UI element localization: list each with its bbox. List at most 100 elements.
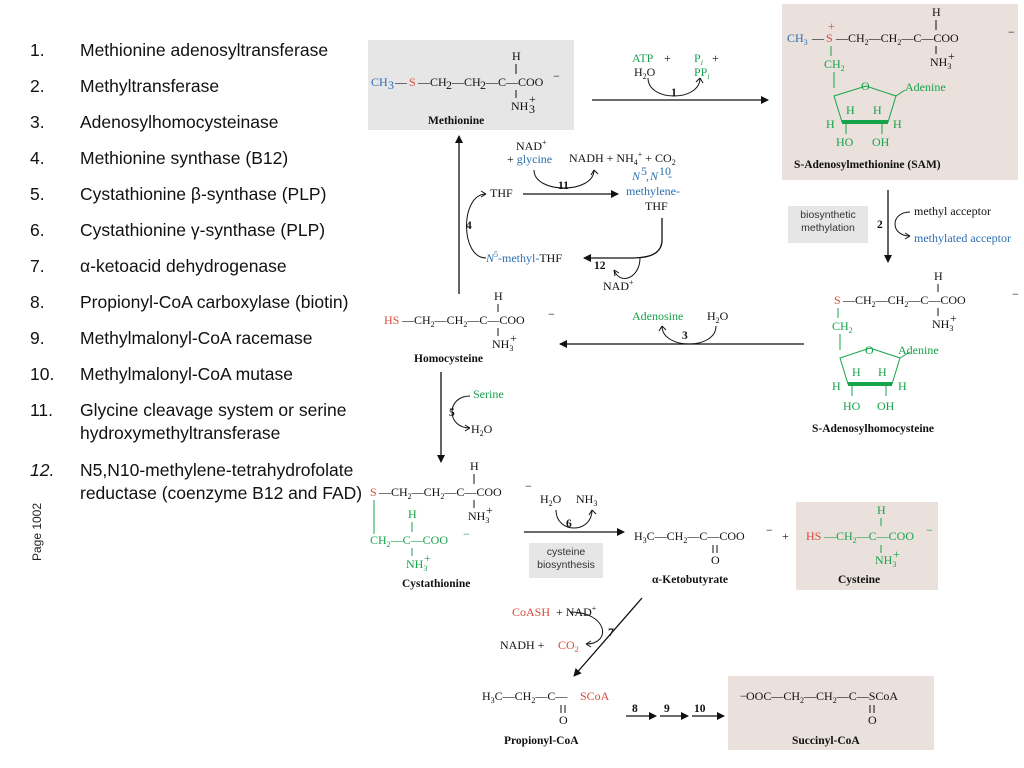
svg-text:5: 5 (449, 407, 455, 419)
svg-text:+: + (712, 51, 719, 65)
svg-text:Pi: Pi (694, 51, 703, 67)
list-text: Propionyl-CoA carboxylase (biotin) (80, 292, 349, 312)
svg-text:OOC—CH2—CH2—C—SCoA: OOC—CH2—CH2—C—SCoA (746, 689, 898, 705)
svg-text:+: + (948, 49, 955, 63)
list-text: Glycine cleavage system or serine hydrox… (80, 400, 347, 443)
svg-text:NADH + NH4+ + CO2: NADH + NH4+ + CO2 (569, 150, 676, 167)
methionine-label: Methionine (428, 115, 484, 127)
list-number: 10. (30, 364, 55, 384)
svg-text:H: H (932, 5, 941, 19)
svg-text:+: + (782, 529, 789, 543)
svg-text:HS: HS (384, 313, 399, 327)
svg-text:NADH +: NADH + (500, 638, 545, 652)
cysteine-biosynthesis-note: cysteine biosynthesis (529, 543, 603, 578)
svg-text:Adenosine: Adenosine (632, 309, 683, 323)
svg-text:+: + (424, 551, 431, 565)
svg-text:PPi: PPi (694, 65, 710, 81)
sam-box (782, 4, 1018, 180)
svg-text:H: H (832, 379, 841, 393)
ketobutyrate-structure: H3C—CH2—C—COO − O + α-Ketobutyrate (634, 523, 789, 586)
svg-text:H: H (878, 365, 887, 379)
svg-text:H: H (512, 49, 521, 63)
list-text: Methionine adenosyltransferase (80, 40, 329, 60)
svg-text:6: 6 (566, 518, 572, 530)
succinyl-coa-box (728, 676, 934, 750)
sam-structure: H CH3 — S+ —CH2—CH2—C—COO − NH3+ CH2 O H… (787, 5, 1015, 171)
svg-text:O: O (868, 713, 877, 727)
list-text: Methylmalonyl-CoA mutase (80, 364, 293, 384)
svg-text:OH: OH (872, 135, 890, 149)
svg-text:—CH: —CH (417, 75, 447, 89)
svg-text:ATP: ATP (632, 51, 654, 65)
list-number: 1. (30, 40, 45, 60)
svg-text:S: S (409, 75, 416, 89)
svg-text:methyl acceptor: methyl acceptor (914, 204, 991, 218)
svg-text:Adenine: Adenine (905, 80, 946, 94)
svg-text:+: + (486, 503, 493, 517)
svg-text:H: H (893, 117, 902, 131)
svg-text:9: 9 (664, 703, 670, 715)
svg-text:+: + (510, 331, 517, 345)
homocysteine-structure: H HS —CH2—CH2—C—COO − NH3+ Homocysteine (384, 289, 555, 365)
svg-text:NH3: NH3 (406, 557, 427, 573)
list-number: 4. (30, 148, 45, 168)
svg-text:7: 7 (608, 627, 614, 639)
svg-text:H2O: H2O (540, 492, 562, 508)
svg-text:—CH2—CH2—C—COO: —CH2—CH2—C—COO (835, 31, 959, 47)
svg-text:−: − (463, 527, 470, 541)
svg-text:H: H (470, 459, 479, 473)
list-text: Methionine synthase (B12) (80, 148, 289, 168)
svg-text:NH: NH (511, 99, 529, 113)
svg-text:N: N (649, 169, 659, 183)
svg-text:−: − (525, 479, 532, 493)
svg-text:H: H (494, 289, 503, 303)
svg-text:−: − (1012, 287, 1019, 301)
svg-text:SCoA: SCoA (580, 689, 610, 703)
methionine-box (368, 40, 574, 130)
svg-text:12: 12 (594, 260, 606, 272)
list-text: α-ketoacid dehydrogenase (80, 256, 287, 276)
svg-text:+: + (828, 19, 835, 33)
svg-text:10: 10 (659, 164, 671, 178)
svg-text:H: H (846, 103, 855, 117)
list-number: 3. (30, 112, 45, 132)
propionyl-coa-label: Propionyl-CoA (504, 735, 579, 747)
cysteine-box (796, 502, 938, 590)
svg-text:O: O (711, 553, 720, 567)
svg-text:2: 2 (480, 78, 486, 92)
svg-text:methylated acceptor: methylated acceptor (914, 231, 1011, 245)
svg-text:−: − (740, 689, 747, 703)
ketobutyrate-label: α-Ketobutyrate (652, 574, 728, 586)
svg-text:−: − (553, 69, 560, 83)
svg-text:2: 2 (446, 78, 452, 92)
svg-text:NH3: NH3 (468, 509, 489, 525)
svg-text:—: — (811, 31, 825, 45)
svg-text:,: , (646, 169, 649, 183)
svg-text:Adenine: Adenine (898, 343, 939, 357)
svg-text:N: N (631, 169, 641, 183)
svg-text:—C—COO: —C—COO (485, 75, 544, 89)
list-number: 2. (30, 76, 45, 96)
svg-text:H: H (873, 103, 882, 117)
svg-text:—CH2—C—COO: —CH2—C—COO (823, 529, 914, 545)
svg-text:NH3: NH3 (932, 317, 953, 333)
svg-text:+ glycine: + glycine (507, 152, 552, 166)
svg-text:CH3: CH3 (787, 31, 808, 47)
svg-text:H2O: H2O (634, 65, 656, 81)
cysteine-structure: H HS —CH2—C—COO − NH3+ Cysteine (806, 503, 933, 586)
svg-text:3: 3 (529, 102, 535, 116)
svg-text:8: 8 (632, 703, 638, 715)
svg-text:+: + (950, 311, 957, 325)
svg-text:CH2: CH2 (824, 57, 845, 73)
svg-text:H2O: H2O (471, 422, 493, 438)
cystathionine-structure: H S —CH2—CH2—C—COO − NH3+ H CH2—C—COO − … (370, 459, 532, 590)
homocysteine-label: Homocysteine (414, 353, 483, 365)
cysteine-label: Cysteine (838, 574, 880, 586)
svg-text:1: 1 (671, 87, 677, 99)
svg-text:H3C—CH2—C—: H3C—CH2—C— (482, 689, 568, 705)
svg-text:3: 3 (388, 78, 394, 92)
svg-text:4: 4 (466, 220, 472, 232)
svg-text:NH3: NH3 (930, 55, 951, 71)
